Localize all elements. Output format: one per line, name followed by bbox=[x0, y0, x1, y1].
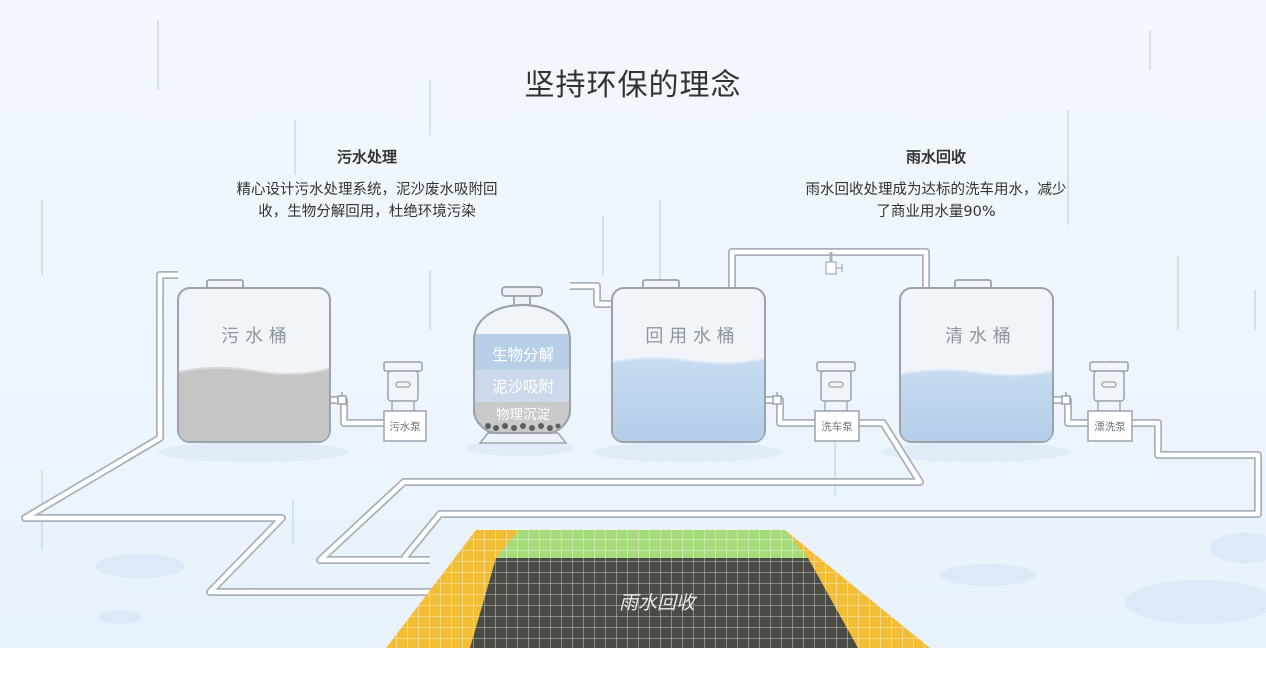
sewage-pump bbox=[383, 361, 427, 442]
pump-label-carwash: 洗车泵 bbox=[821, 420, 853, 433]
page-title: 坚持环保的理念 bbox=[524, 68, 742, 103]
filter-layer-settle: 物理沉淀 bbox=[496, 407, 550, 423]
puddles bbox=[95, 533, 1266, 624]
clean-tank bbox=[899, 279, 1054, 443]
carwash-pump bbox=[814, 361, 860, 442]
filter-column bbox=[473, 286, 571, 444]
pump-label-rinse: 漂洗泵 bbox=[1094, 421, 1126, 433]
sewage-treatment-heading: 污水处理 bbox=[336, 148, 397, 166]
valve-icon bbox=[825, 252, 843, 275]
reuse-tank bbox=[611, 279, 766, 443]
grate-label: 雨水回收 bbox=[619, 592, 698, 614]
pump-label-sewage: 污水泵 bbox=[389, 421, 421, 433]
rainwater-recovery-heading: 雨水回收 bbox=[905, 148, 966, 166]
sewage-tank bbox=[177, 279, 331, 443]
sewage-treatment-info: 污水处理 精心设计污水处理系统，泥沙废水吸附回收，生物分解回用，杜绝环境污染 bbox=[232, 146, 502, 223]
rain-grate bbox=[386, 530, 930, 648]
illustration-stage: 污 水 桶 回 用 水 桶 清 水 桶 生物分解 泥沙吸附 物理沉淀 污水泵 洗… bbox=[0, 0, 1266, 648]
pipe-network bbox=[21, 248, 1262, 596]
water-treatment-diagram: 污 水 桶 回 用 水 桶 清 水 桶 生物分解 泥沙吸附 物理沉淀 污水泵 洗… bbox=[21, 20, 1266, 648]
sewage-treatment-text: 精心设计污水处理系统，泥沙废水吸附回收，生物分解回用，杜绝环境污染 bbox=[236, 182, 498, 220]
rinse-pump bbox=[1087, 361, 1133, 442]
tank-label-reuse: 回 用 水 桶 bbox=[645, 326, 734, 347]
tank-label-sewage: 污 水 桶 bbox=[221, 326, 286, 347]
rainwater-recovery-text: 雨水回收处理成为达标的洗车用水，减少了商业用水量90% bbox=[805, 182, 1067, 220]
filter-layer-sand: 泥沙吸附 bbox=[492, 378, 554, 396]
page-footer-space bbox=[0, 648, 1266, 678]
filter-layer-bio: 生物分解 bbox=[492, 346, 554, 364]
rain-streaks bbox=[41, 20, 1256, 610]
rainwater-recovery-info: 雨水回收 雨水回收处理成为达标的洗车用水，减少了商业用水量90% bbox=[805, 146, 1067, 223]
tank-label-clean: 清 水 桶 bbox=[945, 326, 1010, 347]
